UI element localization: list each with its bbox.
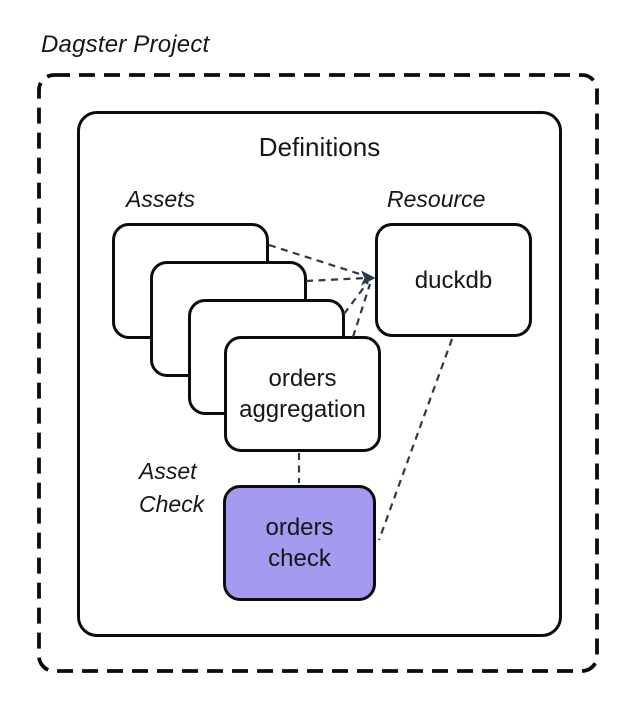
resource-label: Resource (387, 186, 486, 212)
asset-card-orders-aggregation: orders aggregation (224, 336, 381, 452)
asset-check-label: Asset Check (139, 458, 205, 517)
asset-check-orders-check-box: orders check (223, 485, 376, 601)
resource-duckdb-box: duckdb (375, 223, 532, 337)
orders-aggregation-label: orders aggregation (239, 365, 366, 423)
orders-check-label: orders check (265, 514, 334, 572)
assets-label: Assets (126, 186, 196, 212)
dagster-project-label: Dagster Project (41, 31, 210, 58)
duckdb-label: duckdb (414, 266, 493, 294)
definitions-label: Definitions (258, 132, 381, 162)
